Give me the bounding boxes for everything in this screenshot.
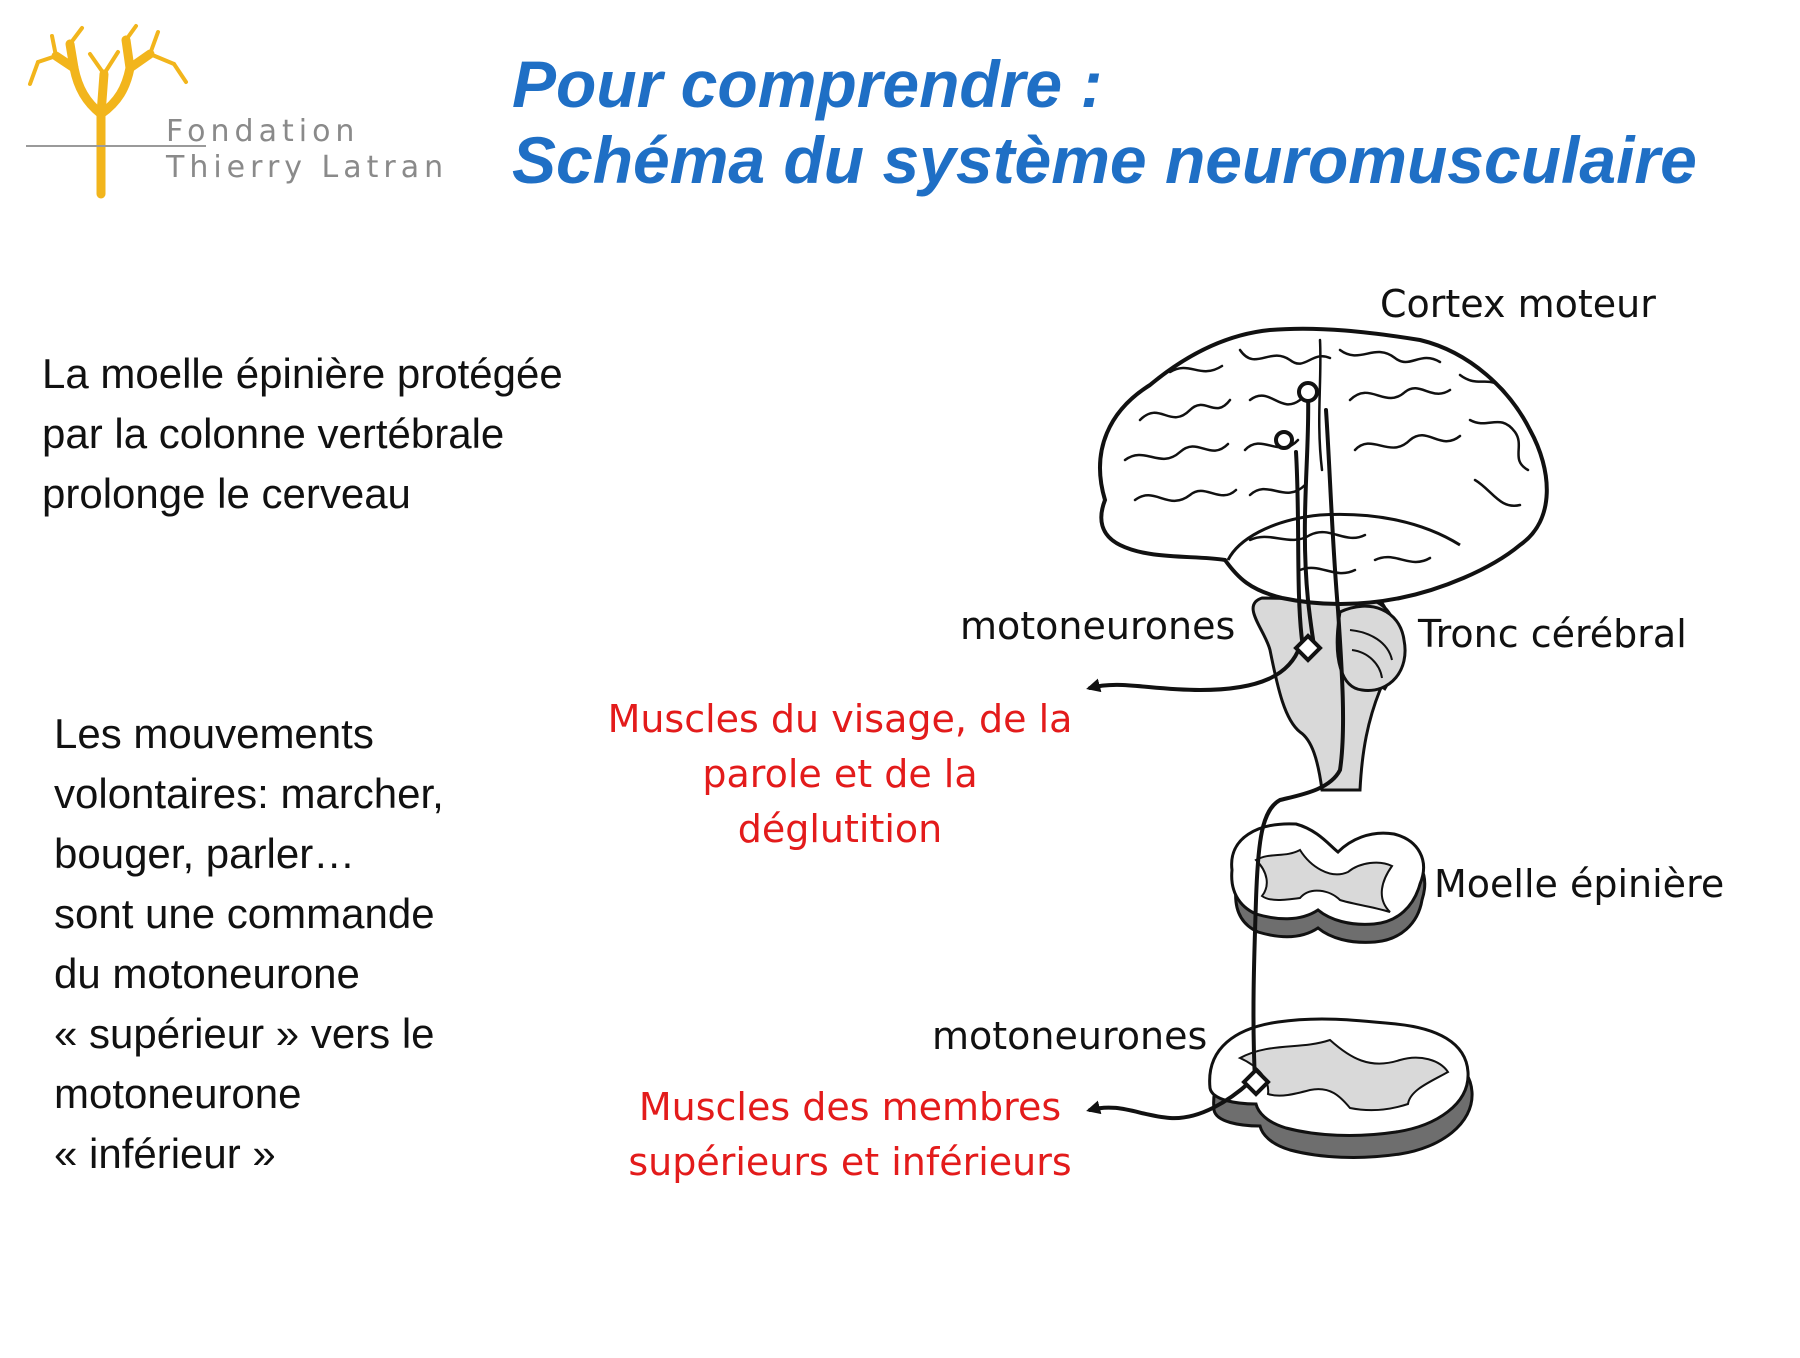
target-line: déglutition xyxy=(737,807,943,851)
paragraph-line: motoneurone xyxy=(54,1070,302,1117)
foundation-logo: Fondation Thierry Latran xyxy=(26,22,466,202)
target-line: Muscles du visage, de la xyxy=(607,697,1073,741)
target-line: Muscles des membres xyxy=(638,1085,1062,1129)
paragraph-line: Les mouvements xyxy=(54,710,374,757)
target-line: parole et de la xyxy=(702,752,978,796)
brain xyxy=(1098,326,1549,606)
paragraph-line: volontaires: marcher, xyxy=(54,770,444,817)
label-brainstem: Tronc cérébral xyxy=(1418,612,1687,656)
spinal-cord-section-upper xyxy=(1230,822,1427,944)
label-spinal-cord: Moelle épinière xyxy=(1434,862,1725,906)
upper-neuron-body-1 xyxy=(1297,381,1319,403)
neuron-bodies xyxy=(1241,381,1323,1097)
label-motoneurons-upper: motoneurones xyxy=(960,604,1236,648)
logo-line-1: Fondation xyxy=(166,114,360,149)
page-title: Pour comprendre : Schéma du système neur… xyxy=(512,46,1697,198)
upper-neuron-body-2 xyxy=(1274,430,1294,450)
spinal-motoneuron xyxy=(1241,1067,1271,1097)
brainstem-motoneuron xyxy=(1293,633,1323,663)
paragraph-line: « inférieur » xyxy=(54,1130,276,1177)
paragraph-line: du motoneurone xyxy=(54,950,360,997)
label-motoneurons-lower: motoneurones xyxy=(932,1014,1208,1058)
neuron-pathways xyxy=(1086,391,1346,1121)
label-cortex-motor: Cortex moteur xyxy=(1380,282,1656,326)
title-line-1: Pour comprendre : xyxy=(512,47,1103,121)
spinal-cord-section-lower xyxy=(1208,1017,1474,1159)
logo-line-2: Thierry Latran xyxy=(166,150,449,185)
paragraph-line: sont une commande xyxy=(54,890,435,937)
tree-logo-icon xyxy=(26,24,206,199)
target-limb-muscles: Muscles des membres supérieurs et inféri… xyxy=(590,1080,1110,1190)
target-face-muscles: Muscles du visage, de la parole et de la… xyxy=(580,692,1100,857)
target-line: supérieurs et inférieurs xyxy=(628,1140,1072,1184)
paragraph-spinal-cord: La moelle épinière protégée par la colon… xyxy=(42,350,563,517)
paragraph-line: bouger, parler… xyxy=(54,830,356,877)
title-line-2: Schéma du système neuromusculaire xyxy=(512,123,1697,197)
paragraph-line: « supérieur » vers le xyxy=(54,1010,435,1057)
cerebellum xyxy=(1335,604,1407,692)
paragraph-voluntary-movements: Les mouvements volontaires: marcher, bou… xyxy=(54,704,594,1184)
